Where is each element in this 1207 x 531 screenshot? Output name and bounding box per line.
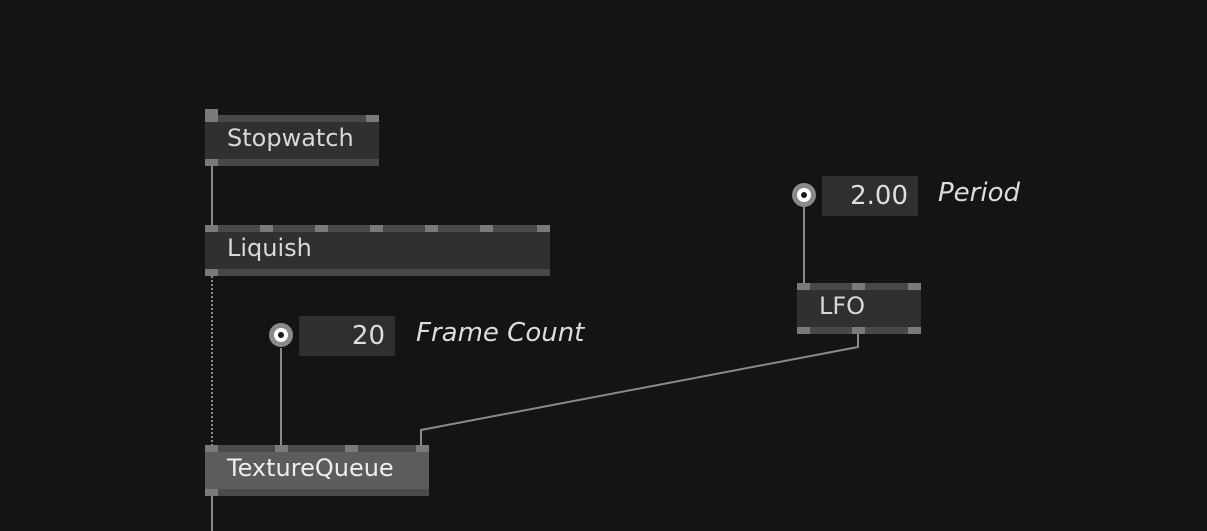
period-value-box[interactable]: 2.00 [822,176,918,216]
input-pin[interactable] [537,225,550,232]
node-top-bar [205,115,379,122]
frame-count-label: Frame Count [416,318,585,348]
node-label: LFO [819,292,866,320]
stopwatch-node[interactable]: Stopwatch [205,109,379,166]
input-pin[interactable] [205,225,218,232]
frame-count-value-box[interactable]: 20 [299,316,395,356]
node-bottom-bar [205,159,379,166]
node-label: Liquish [227,234,312,262]
output-pin[interactable] [205,269,218,276]
input-pin[interactable] [205,109,218,122]
handle-dot-icon [278,332,284,338]
input-pin[interactable] [908,283,921,290]
node-label: TextureQueue [227,454,394,482]
input-pin[interactable] [366,115,379,122]
input-pin[interactable] [797,283,810,290]
handle-dot-icon [801,192,807,198]
output-pin[interactable] [205,159,218,166]
output-pin[interactable] [205,489,218,496]
input-pin[interactable] [275,445,288,452]
frame-count-iobox-handle[interactable] [269,323,293,347]
input-pin[interactable] [370,225,383,232]
input-pin[interactable] [345,445,358,452]
period-label: Period [938,178,1020,208]
input-pin[interactable] [315,225,328,232]
texturequeue-node[interactable]: TextureQueue [205,445,429,496]
input-pin[interactable] [852,283,865,290]
output-pin[interactable] [797,327,810,334]
node-top-bar [205,445,429,452]
input-pin[interactable] [425,225,438,232]
input-pin[interactable] [416,445,429,452]
node-label: Stopwatch [227,124,354,152]
output-pin[interactable] [852,327,865,334]
output-pin[interactable] [908,327,921,334]
liquish-node[interactable]: Liquish [205,225,550,276]
input-pin[interactable] [260,225,273,232]
wire-lfo-texturequeue [420,334,859,446]
node-bottom-bar [205,269,550,276]
node-bottom-bar [205,489,429,496]
input-pin[interactable] [480,225,493,232]
input-pin[interactable] [205,445,218,452]
lfo-node[interactable]: LFO [797,283,921,334]
period-iobox-handle[interactable] [792,183,816,207]
